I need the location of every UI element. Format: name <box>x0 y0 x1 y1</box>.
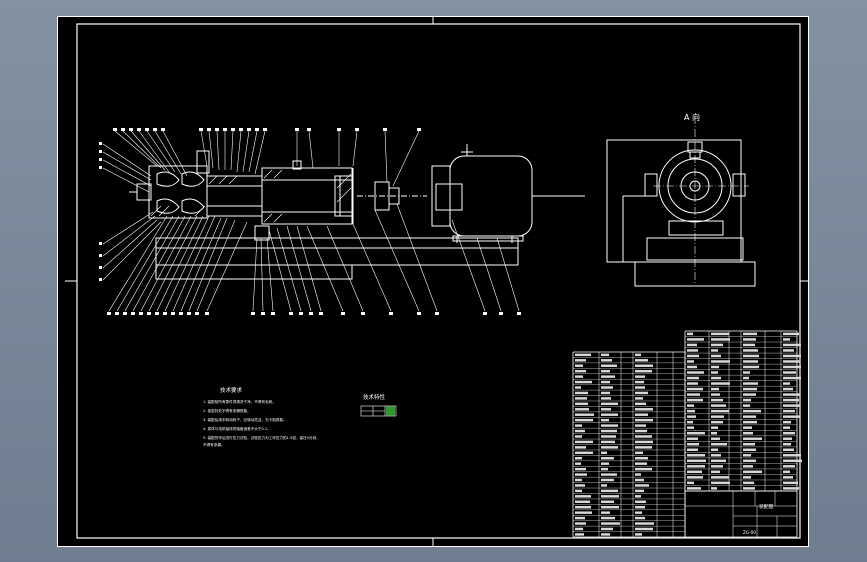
note-line: 不得有渗漏。 <box>203 442 225 447</box>
centering-marks <box>65 16 809 547</box>
drawing-number: ZG-00 <box>743 530 756 535</box>
title-block-text: 装配图 ZG-00 <box>743 503 774 535</box>
leader-lines <box>102 130 520 312</box>
title-block-name: 装配图 <box>759 503 774 510</box>
a-view-frame <box>606 139 742 263</box>
note-line: 3. 装配后用手转动转子，应转动灵活，无卡阻现象。 <box>203 417 287 422</box>
part-balloons <box>99 128 521 315</box>
note-line: 4. 泵体与电机轴线同轴度误差不大于0.1。 <box>203 426 271 431</box>
notes-list: 1. 装配前所有零件须清洗干净，不得有毛刺。 2. 各密封处不得有渗漏现象。 3… <box>203 399 320 447</box>
spec-highlight <box>386 406 395 416</box>
view-label: A 向 <box>684 112 700 122</box>
note-line: 2. 各密封处不得有渗漏现象。 <box>203 408 251 413</box>
spec-table <box>360 405 397 417</box>
pump-section-view <box>129 144 585 280</box>
note-line: 5. 装配完毕后进行压力试验，试验压力为工作压力的1.5倍，保压5分钟， <box>203 435 320 440</box>
a-view <box>606 116 756 287</box>
drawing-sheet[interactable]: A 向 技术要求 1. 装配前所有零件须清洗干净，不得有毛刺。 2. 各密封处不… <box>57 16 809 547</box>
notes-title: 技术要求 <box>220 386 243 394</box>
section-hatching <box>150 169 352 223</box>
note-line: 1. 装配前所有零件须清洗干净，不得有毛刺。 <box>203 399 276 404</box>
spec-title: 技术特性 <box>363 393 386 401</box>
assembly-drawing: A 向 技术要求 1. 装配前所有零件须清洗干净，不得有毛刺。 2. 各密封处不… <box>57 16 809 547</box>
bom-table <box>572 330 802 538</box>
